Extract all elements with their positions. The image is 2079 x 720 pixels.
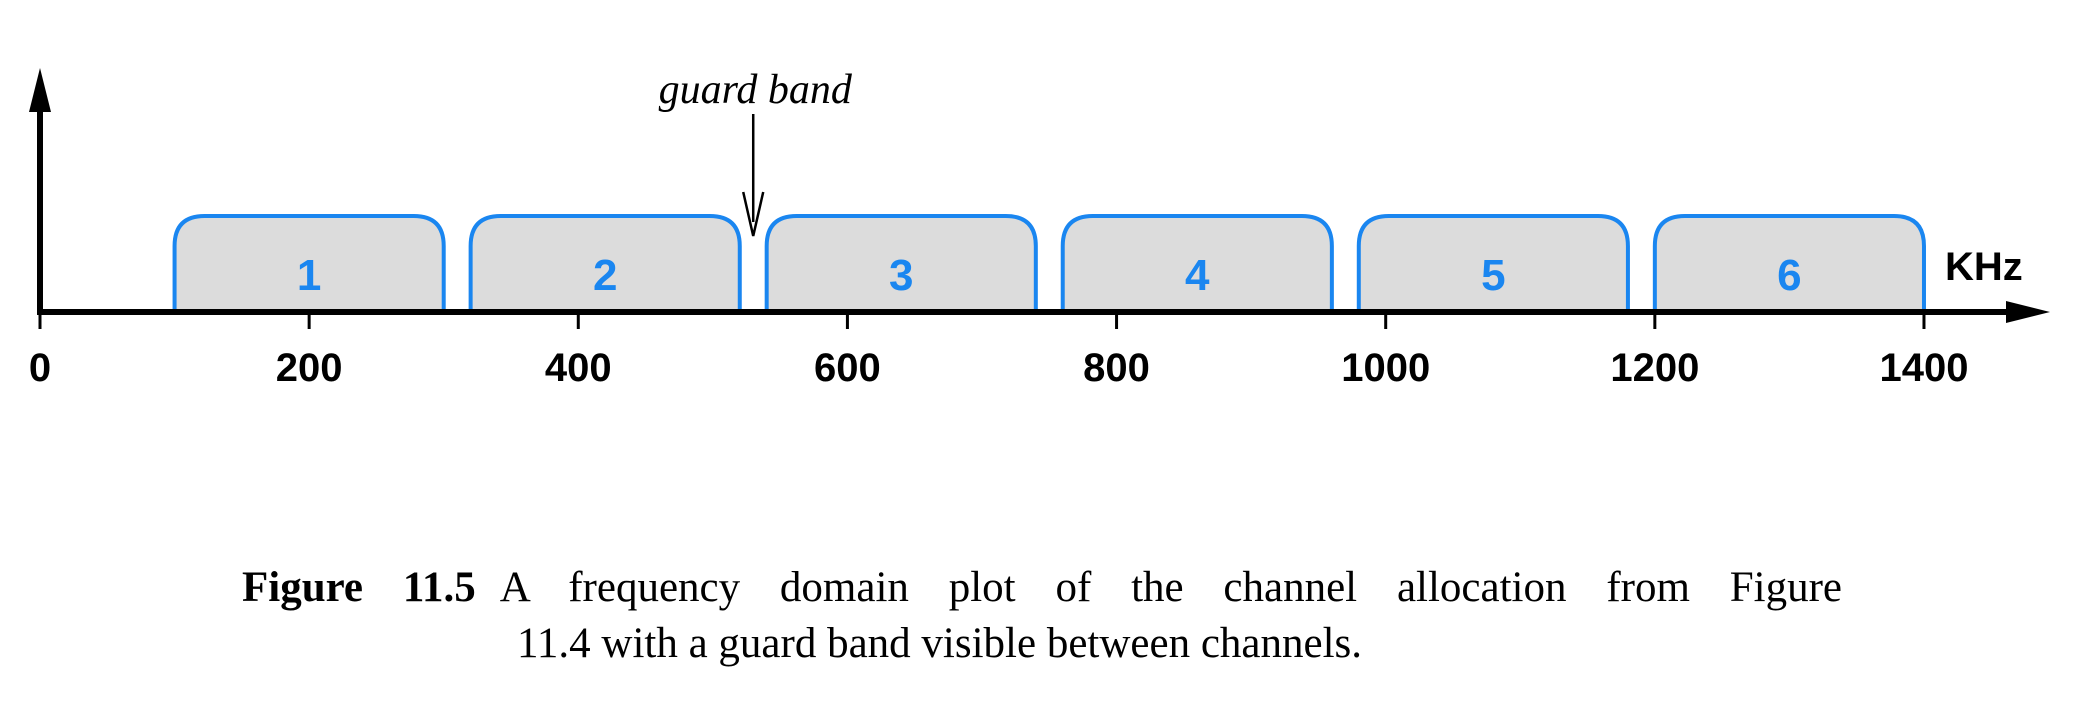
channel-band-outline [1652, 214, 1926, 312]
x-tick-label: 1200 [1610, 346, 1699, 390]
channel-bands: 1 2 3 4 5 6 [172, 214, 1926, 312]
channel-band-fill [1358, 216, 1628, 312]
channel-band-fill [470, 216, 740, 312]
x-axis-unit-label: KHz [1945, 245, 2023, 289]
x-tick-label: 1400 [1879, 346, 1968, 390]
caption-line-2: 11.4 with a guard band visible between c… [517, 620, 1363, 667]
x-tick-label: 1000 [1341, 346, 1430, 390]
channel-band-outline [1060, 214, 1334, 312]
channel-band-outline [1356, 214, 1630, 312]
channel-band-outline [172, 214, 446, 312]
x-tick-label: 0 [29, 346, 51, 390]
x-axis-ticks: 0 200 400 600 800 1000 1200 1400 [29, 312, 1968, 390]
x-tick-label: 800 [1083, 346, 1150, 390]
y-axis-arrowhead [29, 68, 51, 112]
x-axis-arrowhead [2006, 301, 2050, 323]
channel-band-outline [764, 214, 1038, 312]
channel-3: 3 [764, 214, 1038, 312]
channel-label: 4 [1185, 251, 1210, 300]
axes [29, 68, 2050, 323]
channel-band-fill [1654, 216, 1924, 312]
channel-2: 2 [468, 214, 742, 312]
guard-band-annotation: guard band [659, 67, 853, 237]
caption-line-1: Figure 11.5 A frequency domain plot of th… [242, 560, 1842, 616]
channel-label: 5 [1481, 251, 1505, 300]
guard-band-label: guard band [659, 67, 853, 113]
channel-band-fill [174, 216, 444, 312]
caption-text-1: A frequency domain plot of the channel a… [499, 564, 1842, 611]
channel-label: 3 [889, 251, 913, 300]
channel-1: 1 [172, 214, 446, 312]
channel-5: 5 [1356, 214, 1630, 312]
channel-label: 6 [1777, 251, 1801, 300]
channel-band-outline [468, 214, 742, 312]
channel-label: 1 [297, 251, 321, 300]
x-tick-label: 400 [545, 346, 612, 390]
guard-band-arrowhead [742, 191, 765, 237]
channel-4: 4 [1060, 214, 1334, 312]
channel-band-fill [766, 216, 1036, 312]
x-tick-label: 200 [276, 346, 343, 390]
figure-number: Figure 11.5 [242, 564, 476, 611]
channel-band-fill [1062, 216, 1332, 312]
channel-6: 6 [1652, 214, 1926, 312]
x-tick-label: 600 [814, 346, 881, 390]
channel-label: 2 [593, 251, 617, 300]
